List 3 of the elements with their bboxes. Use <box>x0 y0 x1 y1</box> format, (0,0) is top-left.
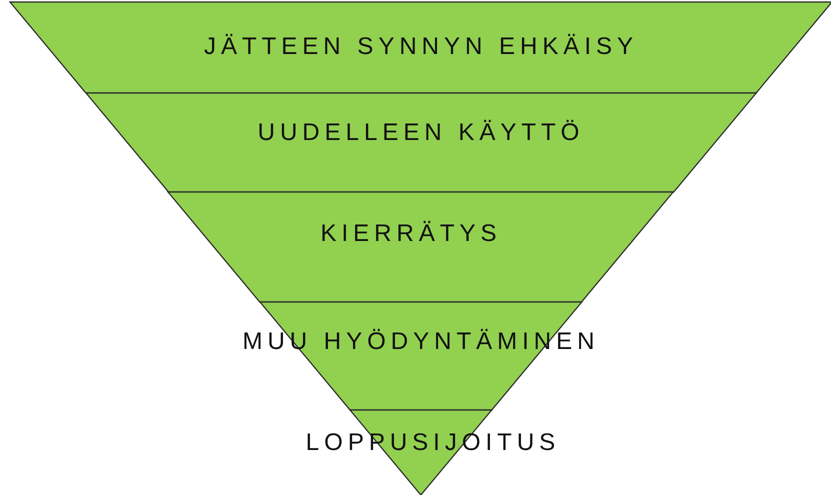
level-label: KIERRÄTYS <box>320 220 502 248</box>
level-label: JÄTTEEN SYNNYN EHKÄISY <box>204 33 638 61</box>
level-label: UUDELLEEN KÄYTTÖ <box>258 119 584 147</box>
